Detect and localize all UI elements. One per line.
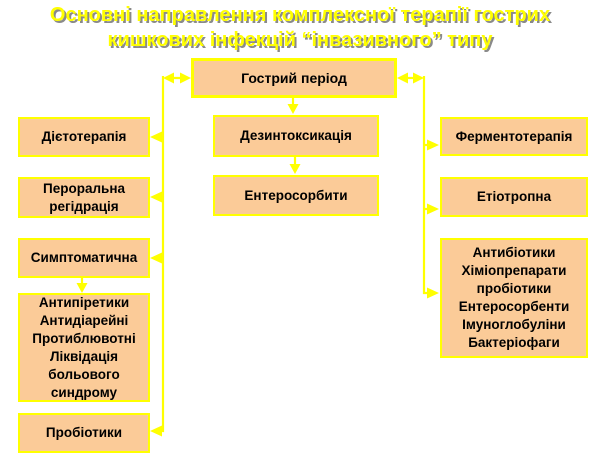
right-trunk-connector <box>422 76 439 299</box>
node-symptomatic-measures: Антипіретики Антидіарейні Протиблювотні … <box>18 293 150 402</box>
node-diet-therapy-label: Дієтотерапія <box>41 129 127 144</box>
arrow-detox-to-enterosorbents <box>289 157 301 174</box>
node-etiotropic: Етіотропна <box>440 177 588 217</box>
acute-right-double-arrow <box>397 72 424 84</box>
node-symptomatic-measures-label: Антипіретики Антидіарейні Протиблювотні … <box>32 294 136 400</box>
node-etiotropic-means: Антибіотики Хіміопрепарати пробіотики Ен… <box>440 238 588 358</box>
node-symptomatic: Симптоматична <box>18 238 150 278</box>
node-detoxification-label: Дезинтоксикація <box>240 128 352 143</box>
node-probiotics-label: Пробіотики <box>45 425 123 440</box>
node-enzyme-therapy-label: Ферментотерапія <box>455 128 573 144</box>
arrow-to-enzyme-therapy <box>424 139 439 151</box>
node-enzyme-therapy: Ферментотерапія <box>440 117 588 156</box>
node-enterosorbents: Ентеросорбити <box>213 175 379 216</box>
arrow-acute-to-detoxification <box>287 98 299 114</box>
node-oral-rehydration-label: Пероральна регідрація <box>43 180 125 214</box>
slide-title-line2: кишкових інфекцій “інвазивного” типу <box>107 29 493 51</box>
node-symptomatic-label: Симптоматична <box>30 250 138 265</box>
node-etiotropic-means-label: Антибіотики Хіміопрепарати пробіотики Ен… <box>458 245 570 350</box>
node-acute-period-label: Гострий період <box>241 70 347 86</box>
arrow-symptomatic-to-measures <box>76 278 88 293</box>
acute-left-double-arrow <box>163 72 191 84</box>
node-acute-period: Гострий період <box>191 58 397 98</box>
arrow-to-etiotropic <box>424 203 439 215</box>
node-diet-therapy: Дієтотерапія <box>18 117 150 157</box>
node-detoxification: Дезинтоксикація <box>213 115 379 157</box>
slide-title-line1: Основні направлення комплексної терапії … <box>49 4 551 26</box>
left-trunk-connector <box>150 76 165 437</box>
slide-title: Основні направлення комплексної терапії … <box>0 3 600 53</box>
arrow-to-oral-rehydration <box>150 191 163 203</box>
node-enterosorbents-label: Ентеросорбити <box>244 187 348 203</box>
arrow-to-symptomatic <box>150 252 163 264</box>
node-probiotics: Пробіотики <box>18 413 150 453</box>
node-etiotropic-label: Етіотропна <box>476 189 552 204</box>
arrow-to-diet-therapy <box>150 131 163 143</box>
node-oral-rehydration: Пероральна регідрація <box>18 177 150 218</box>
